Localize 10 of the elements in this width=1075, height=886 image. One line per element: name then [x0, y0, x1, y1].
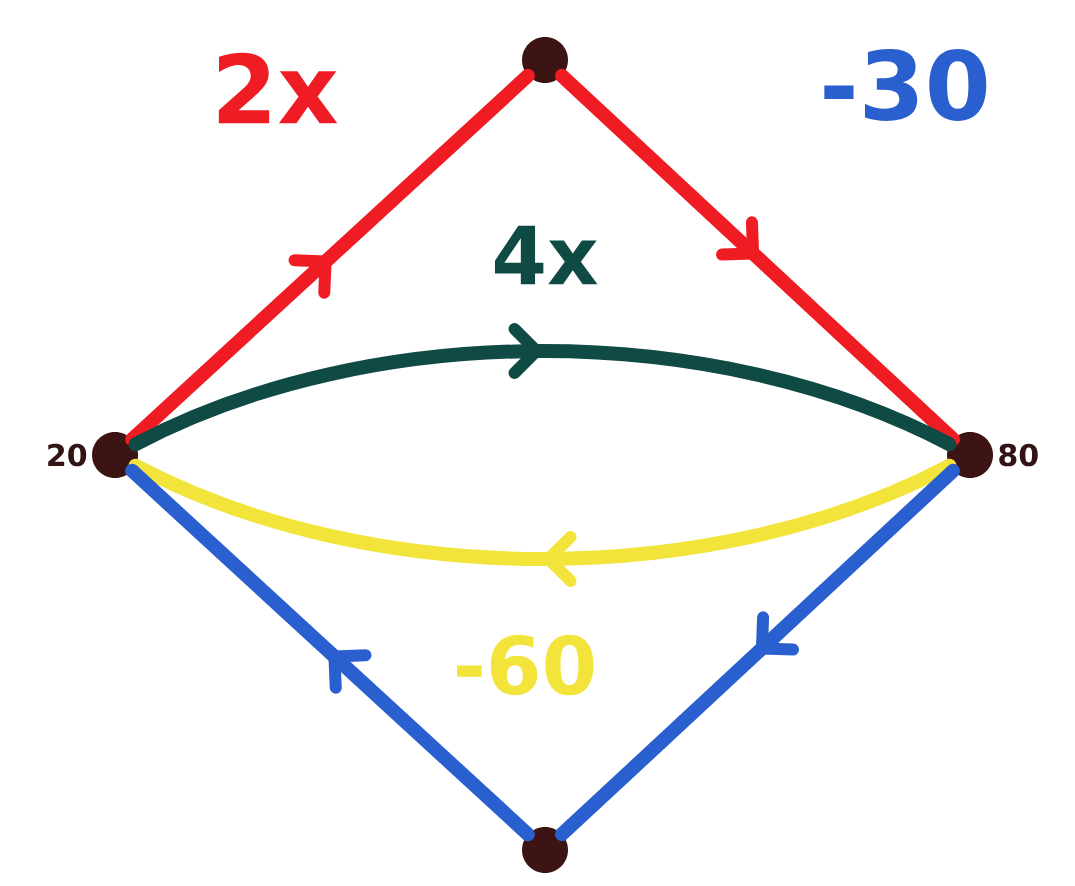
- value-label: -30: [824, 49, 987, 121]
- dot: [947, 432, 993, 478]
- edge-label: -60: [450, 632, 600, 698]
- value-label: 2x: [218, 52, 338, 124]
- edge-label: 4x: [489, 223, 601, 287]
- dot: [522, 37, 568, 83]
- value-label: 20: [48, 443, 87, 467]
- dot: [92, 432, 138, 478]
- dot: [522, 827, 568, 873]
- value-label: 80: [999, 443, 1038, 467]
